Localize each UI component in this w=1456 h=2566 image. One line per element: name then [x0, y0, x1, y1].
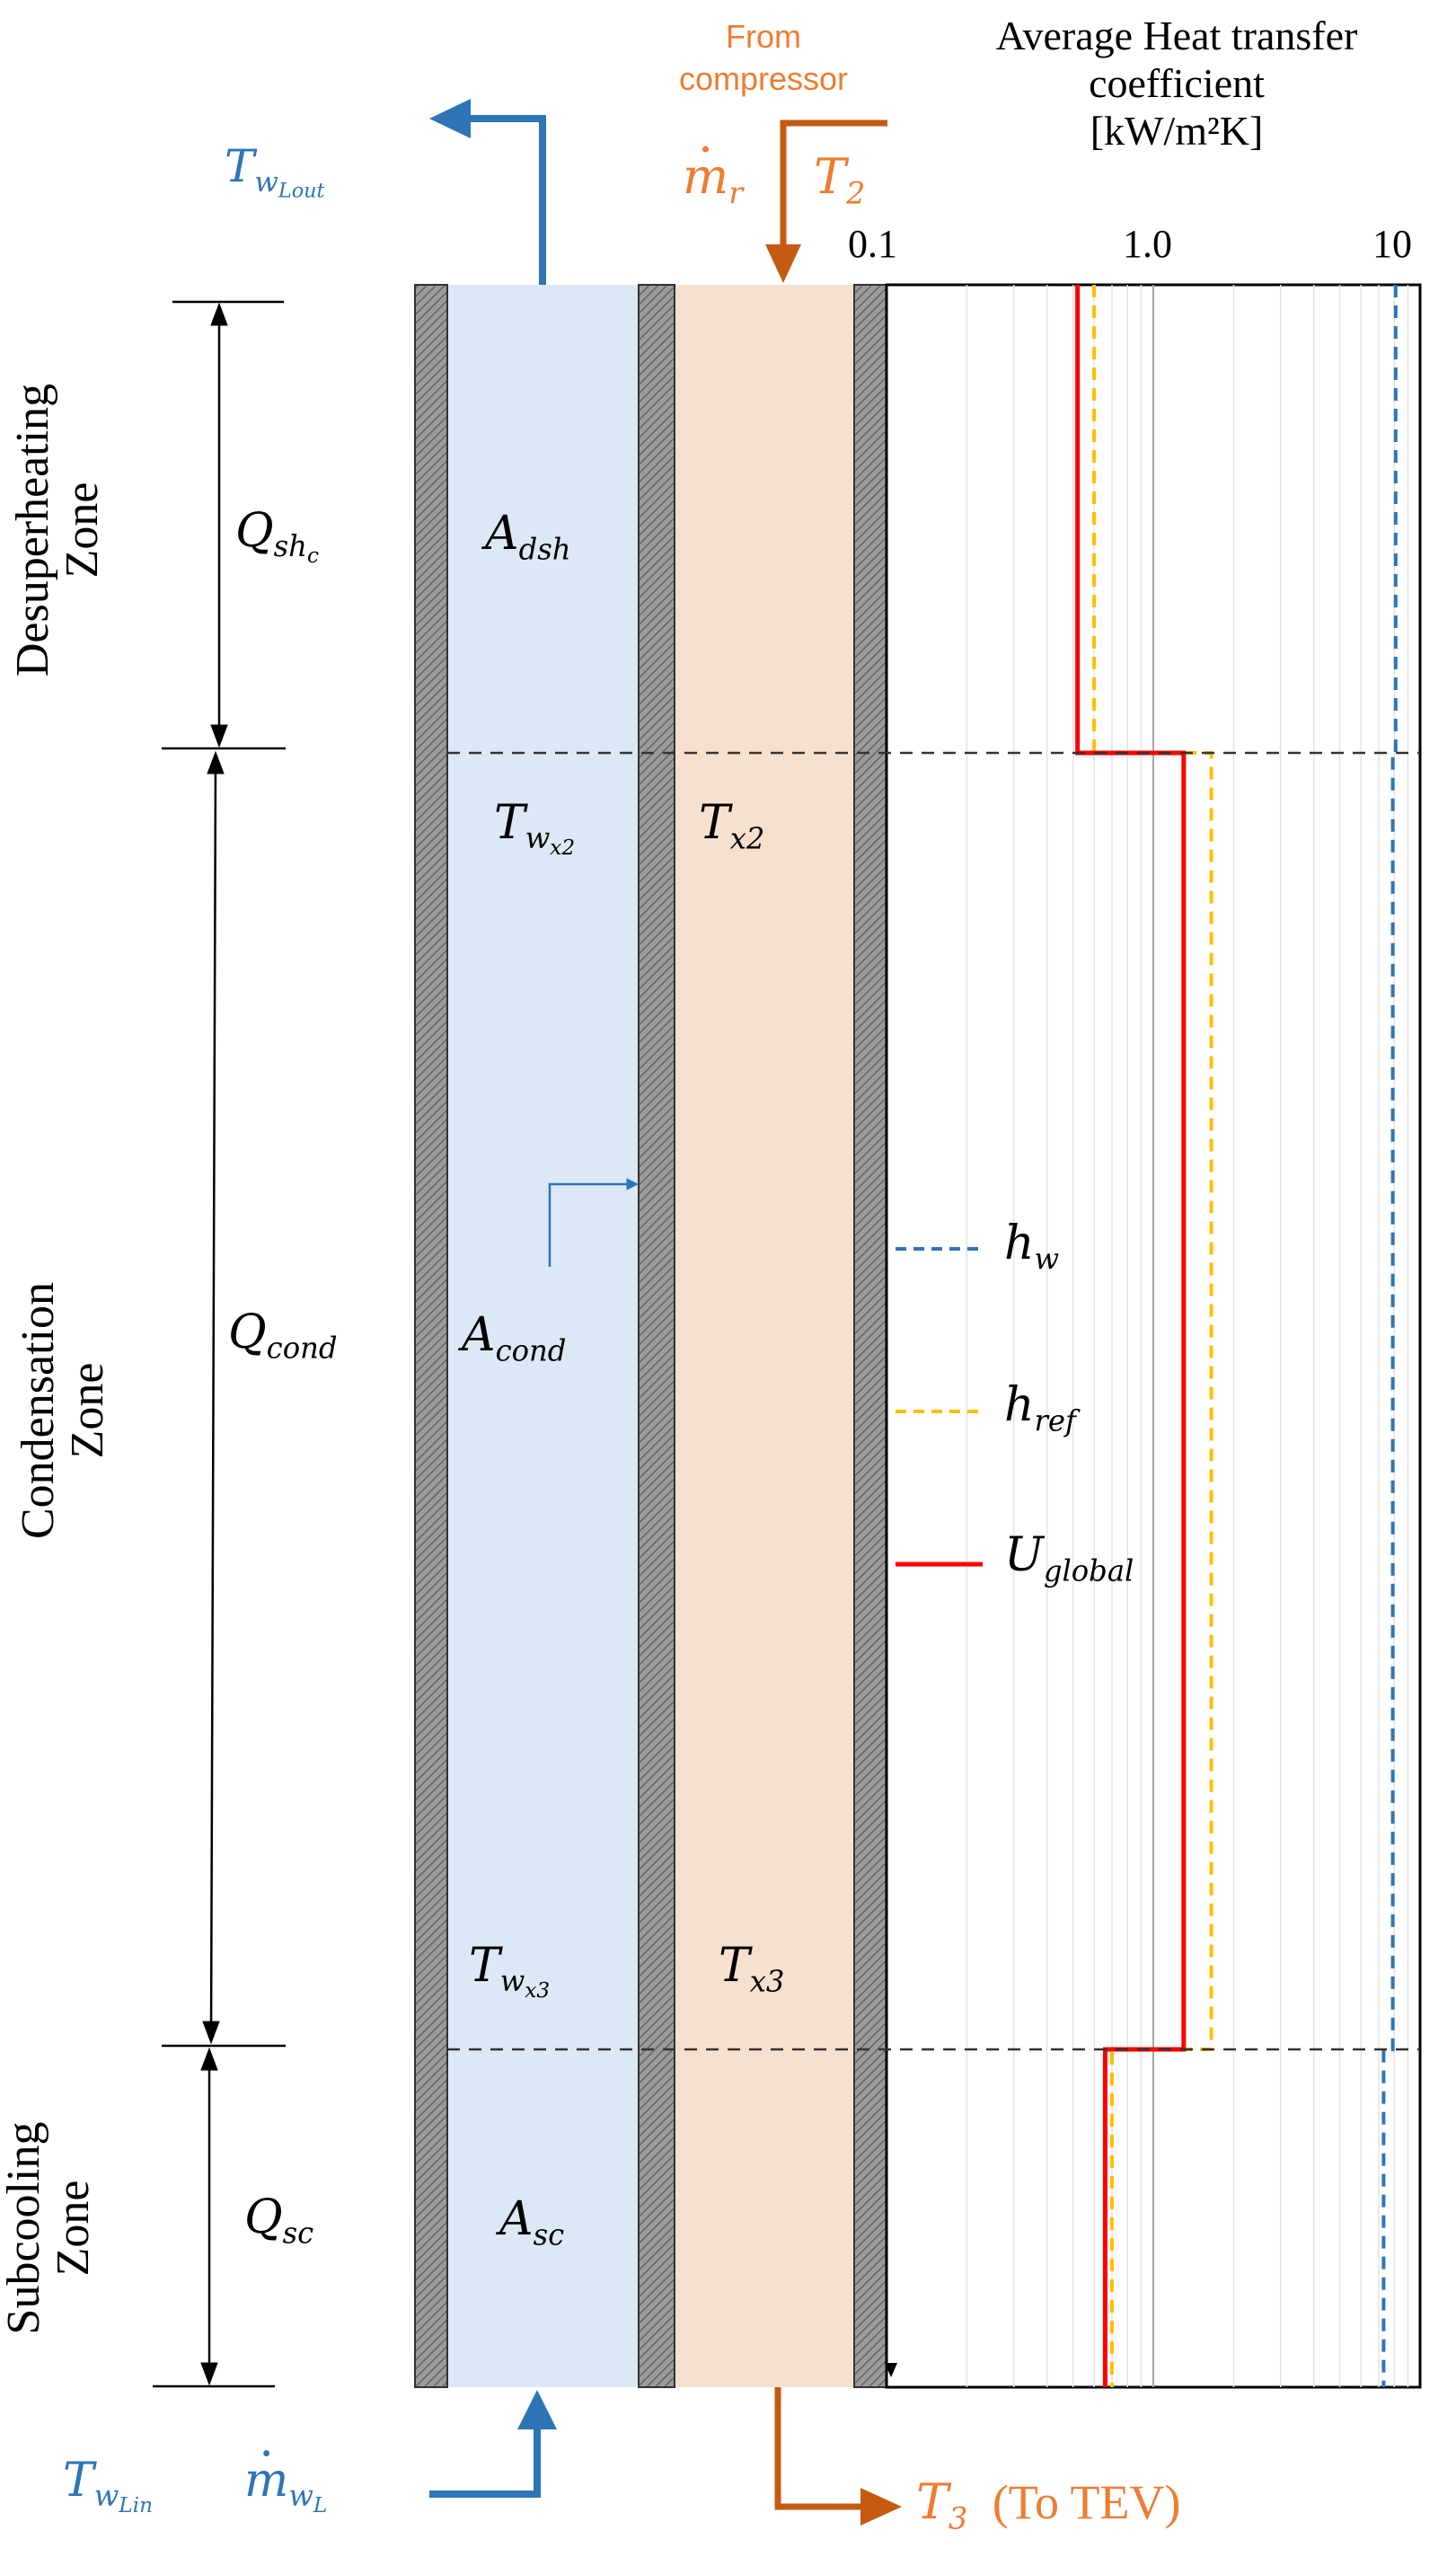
refrigerant-outlet-label: T3 (To TEV) — [916, 2473, 1181, 2536]
series-line-h-w — [1381, 285, 1398, 2387]
chart-title-line1: Average Heat transfer — [995, 13, 1358, 58]
tick-label-2: 10 — [1372, 222, 1412, 266]
tick-label-0: 0.1 — [848, 222, 897, 266]
chart-title-line2: coefficient — [1089, 59, 1265, 106]
chart-title-line3: [kW/m²K] — [1090, 107, 1264, 154]
area-desuperheating: Adsh — [485, 507, 571, 567]
heat-condensation: Qcond — [228, 1305, 338, 1366]
water-inlet-temp: TwLin — [63, 2454, 154, 2518]
refrigerant-outlet-arrow — [774, 2387, 902, 2526]
refrigerant-mass-flow: mr — [683, 153, 743, 208]
chart-title: Average Heat transfer coefficient [kW/m²… — [907, 13, 1446, 155]
water-inlet-arrow — [429, 2390, 557, 2498]
dim-arrow-desuperheating — [210, 302, 228, 748]
zone-name-desuperheating: Desuperheating Zone — [7, 383, 108, 677]
heat-desuperheating: Qshc — [235, 504, 319, 569]
separating-wall — [638, 284, 675, 2388]
ref-temp-x2: Tx2 — [699, 796, 765, 856]
heat-subcooling: Qsc — [244, 2190, 314, 2251]
tick-label-1: 1.0 — [1123, 222, 1172, 266]
from-compressor-line2: compressor — [678, 59, 849, 97]
series-line-h-ref — [1092, 285, 1213, 2387]
from-compressor-line1: From — [726, 18, 801, 55]
legend-label-hw: hw — [1004, 1217, 1060, 1277]
refrigerant-inlet-temp: T2 — [814, 148, 866, 211]
axis-arrow-icon — [885, 2363, 897, 2377]
outer-wall-right — [853, 284, 887, 2388]
outer-wall-left — [414, 284, 448, 2388]
water-temp-x2: Twx2 — [494, 796, 576, 861]
chart-series — [1075, 285, 1398, 2387]
ref-temp-x3: Tx3 — [719, 1939, 785, 1999]
from-compressor-label: From compressor — [647, 16, 880, 101]
water-outlet-arrow — [429, 99, 546, 285]
water-outlet-temp: TwLout — [225, 140, 325, 203]
water-channel — [447, 285, 639, 2387]
water-mass-flow: mwL — [244, 2457, 327, 2516]
dim-arrow-subcooling — [200, 2047, 218, 2386]
legend-label-href: href — [1004, 1378, 1076, 1438]
area-condensation: Acond — [462, 1308, 567, 1368]
heat-flow-arrow — [548, 1178, 640, 1267]
series-line-U-global — [1075, 285, 1187, 2387]
water-temp-x3: Twx3 — [469, 1939, 551, 2004]
refrigerant-channel — [675, 285, 854, 2387]
chart-grid — [966, 285, 1409, 2387]
legend-label-uglobal: Uglobal — [1004, 1528, 1134, 1588]
zone-name-subcooling: Subcooling Zone — [0, 2121, 99, 2335]
dim-arrow-condensation — [202, 750, 225, 2045]
area-subcooling: Asc — [499, 2192, 565, 2252]
zone-name-condensation: Condensation Zone — [13, 1282, 113, 1539]
refrigerant-inlet-arrow — [765, 119, 887, 283]
